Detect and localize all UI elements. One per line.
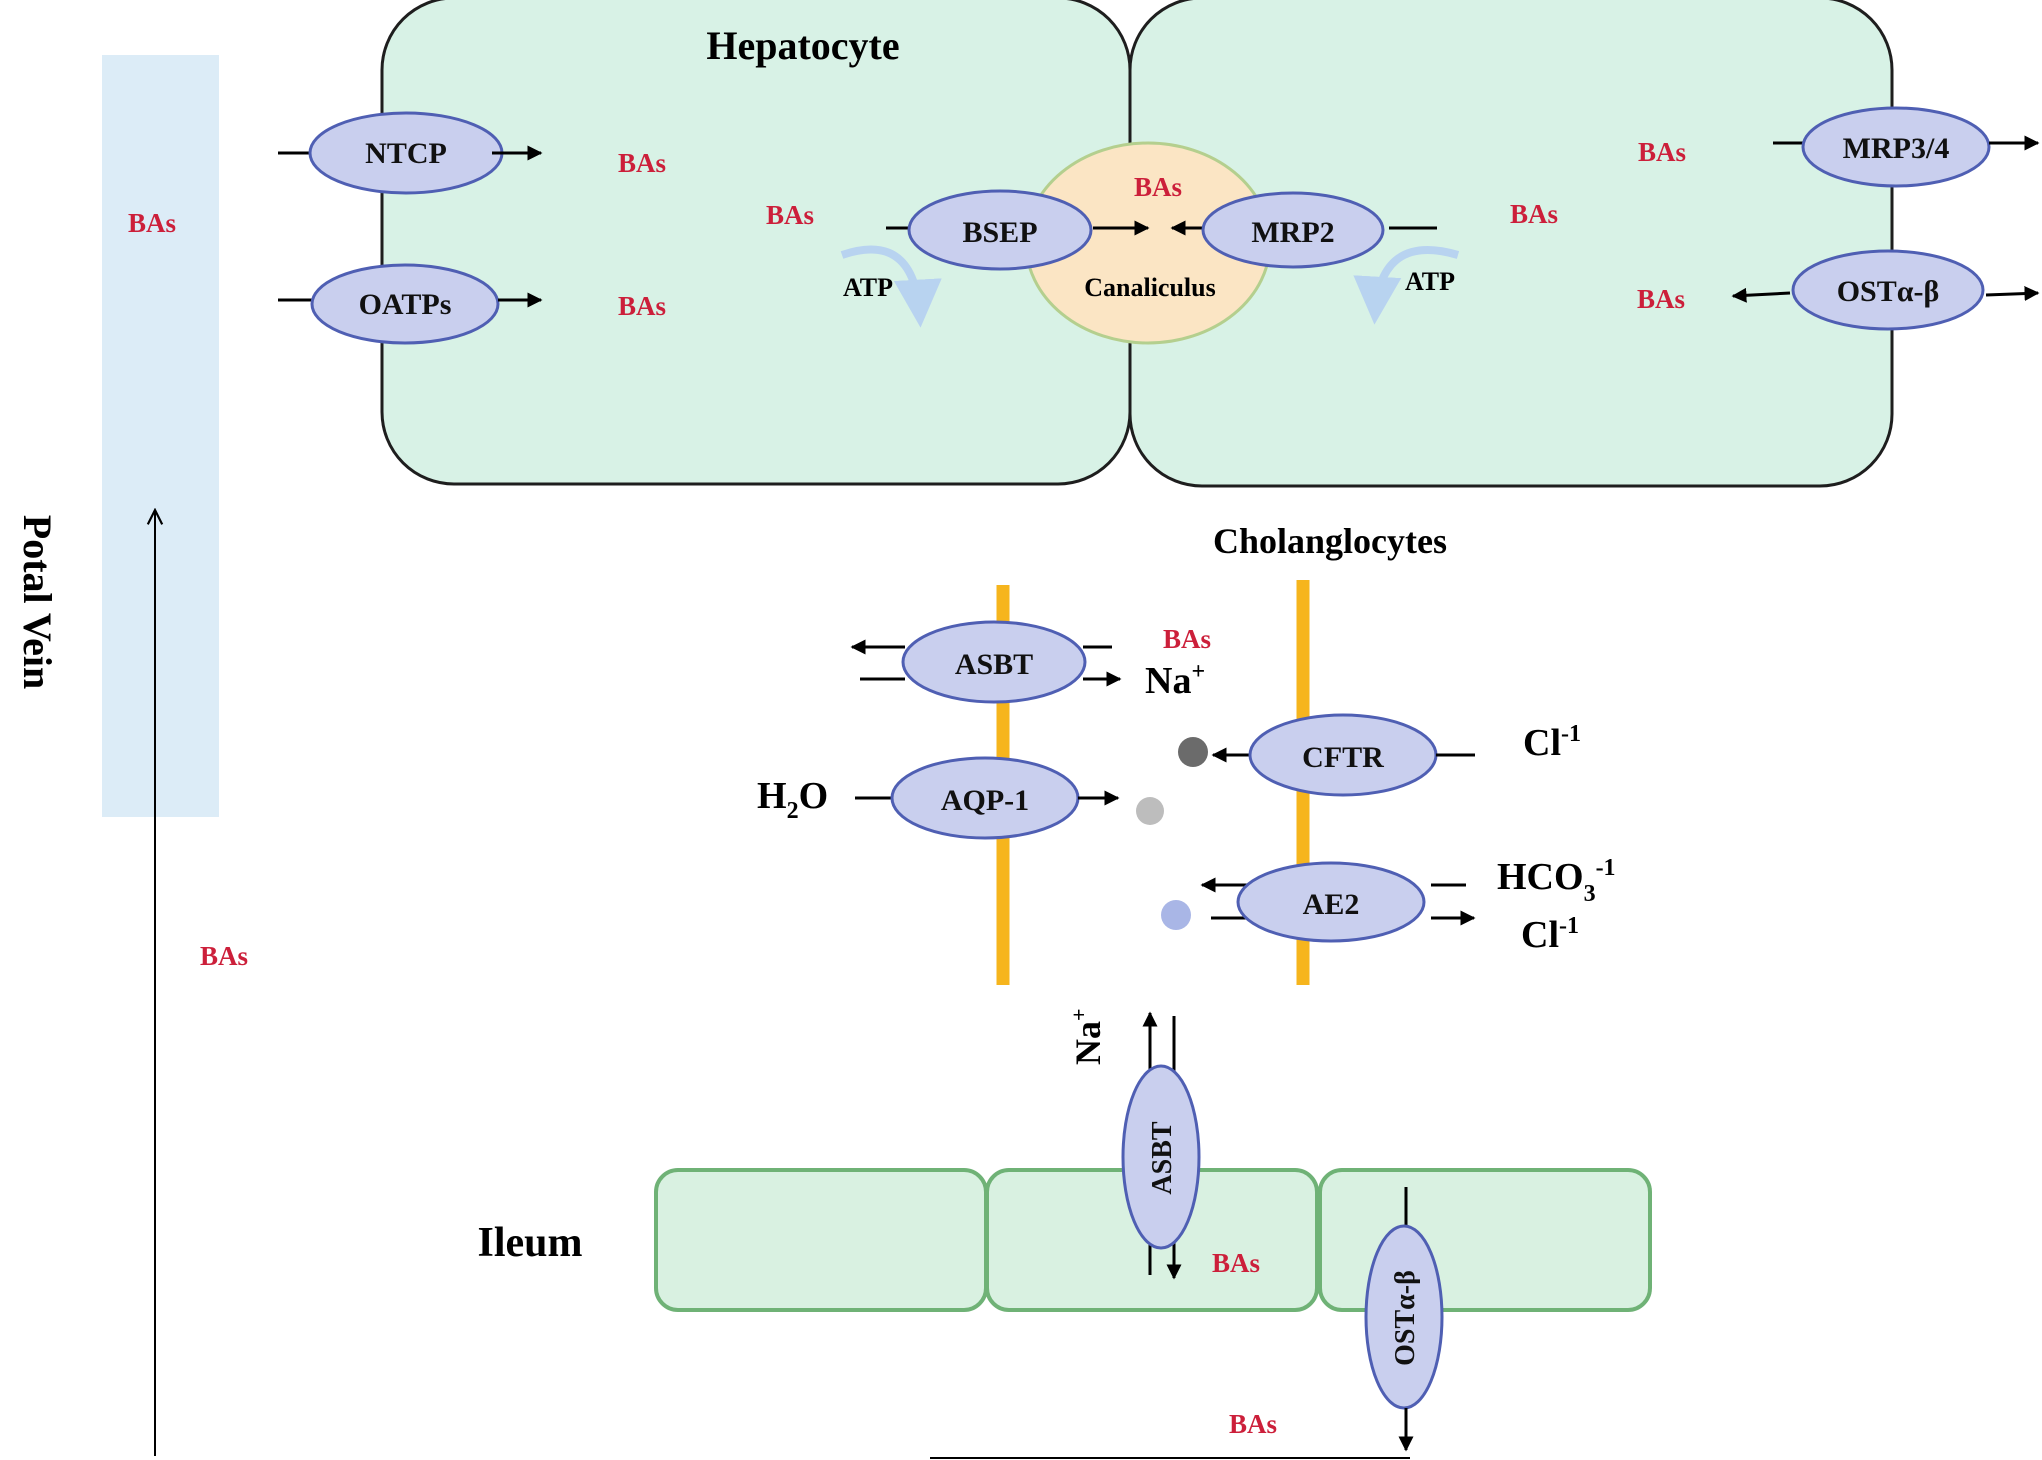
oatps-transporter <box>310 263 500 345</box>
ost-hepatocyte-bas-label: BAs <box>1637 284 1685 314</box>
portal-bas-label: BAs <box>128 208 176 238</box>
oatps-bas-label: BAs <box>618 291 666 321</box>
asbt-cholangiocyte-transporter <box>901 620 1087 704</box>
portal-vein-band <box>102 55 219 817</box>
ost-ileum-transport: OSTα-β BAs <box>930 1187 1444 1459</box>
mrp2-transporter <box>1201 191 1385 269</box>
ileum: Ileum <box>478 1168 1652 1312</box>
asbt-cholangiocyte-transport: ASBT BAs Na+ <box>850 620 1211 704</box>
na-charge: + <box>1066 1008 1091 1021</box>
ae2-transport: AE2 HCO3-1 Cl-1 <box>1161 855 1616 956</box>
canaliculus-bas-label: BAs <box>1134 172 1182 202</box>
ost-hepatocyte-transport: BAs OSTα-β <box>1637 249 2040 331</box>
mrp2-transport: MRP2 ATP BAs <box>1170 191 1558 325</box>
asbt-ileum-transporter <box>1121 1064 1201 1250</box>
water-molecule-dot <box>1136 797 1164 825</box>
bicarbonate-dot <box>1161 900 1191 930</box>
mrp2-atp-label: ATP <box>1405 267 1455 296</box>
bsep-label: BSEP <box>962 216 1037 249</box>
ost-hepatocyte-transporter <box>1791 249 1985 331</box>
cl-charge: -1 <box>1561 721 1581 747</box>
mrp34-bas-label: BAs <box>1638 137 1686 167</box>
hepatocyte-title: Hepatocyte <box>706 23 899 68</box>
cl-charge: -1 <box>1559 913 1579 939</box>
ileum-label: Ileum <box>478 1220 583 1266</box>
mrp34-label: MRP3/4 <box>1843 132 1950 165</box>
h2o-h: H <box>757 775 787 817</box>
cl-text: Cl <box>1521 914 1559 956</box>
hepatocytes: Hepatocyte Canaliculus <box>380 0 1894 488</box>
mrp2-bas-label: BAs <box>1510 199 1558 229</box>
oatps-label: OATPs <box>359 288 452 321</box>
bsep-atp-arrow <box>840 245 942 328</box>
ost-hepatocyte-outward-arrow <box>1985 286 2040 302</box>
ost-ileum-label: OSTα-β <box>1390 1270 1421 1366</box>
ae2-label: AE2 <box>1303 888 1360 921</box>
ileum-cell-1 <box>654 1168 988 1312</box>
mrp2-label: MRP2 <box>1251 216 1334 249</box>
bsep-atp-label: ATP <box>843 273 893 302</box>
cftr-cl-label: Cl-1 <box>1523 721 1581 764</box>
ntcp-bas-label: BAs <box>618 148 666 178</box>
ae2-hco3-label: HCO3-1 <box>1497 855 1616 907</box>
bsep-transport: BAs BSEP ATP <box>766 189 1150 328</box>
ntcp-transport: NTCP BAs <box>278 111 666 195</box>
ntcp-label: NTCP <box>365 137 447 170</box>
bsep-bas-label: BAs <box>766 200 814 230</box>
ost-hepatocyte-inward-arrow <box>1731 287 1791 303</box>
portal-vein-label: Potal Vein <box>15 515 60 689</box>
aqp1-transport: H2O AQP-1 <box>757 756 1164 840</box>
ost-ileum-bas-label: BAs <box>1229 1409 1277 1439</box>
portal-vein: BAs BAs Potal Vein <box>15 55 248 1456</box>
chloride-dot <box>1178 737 1208 767</box>
na-text: Na <box>1145 660 1191 702</box>
hco3-text: HCO <box>1497 856 1584 898</box>
na-text: Na <box>1068 1021 1108 1065</box>
ae2-transporter <box>1236 861 1426 943</box>
ae2-cl-label: Cl-1 <box>1521 913 1579 956</box>
asbt-ileum-na-label: Na+ <box>1066 1008 1108 1065</box>
oatps-transport: OATPs BAs <box>278 263 666 345</box>
cholangiocytes-title: Cholanglocytes <box>1213 521 1447 561</box>
hco3-charge: -1 <box>1596 855 1616 881</box>
cftr-transport: CFTR Cl-1 <box>1178 713 1581 797</box>
asbt-cholangiocyte-bas-label: BAs <box>1163 624 1211 654</box>
aqp1-label: AQP-1 <box>941 784 1029 817</box>
asbt-ileum-bas-label: BAs <box>1212 1248 1260 1278</box>
h2o-label: H2O <box>757 775 828 824</box>
mrp34-transport: BAs MRP3/4 <box>1638 106 2040 188</box>
asbt-ileum-label: ASBT <box>1147 1121 1178 1194</box>
asbt-cholangiocyte-label: ASBT <box>955 648 1033 681</box>
ost-ileum-transporter <box>1364 1224 1444 1410</box>
mrp34-transporter <box>1801 106 1991 188</box>
mrp2-atp-arrow <box>1353 246 1460 325</box>
asbt-cholangiocyte-na-label: Na+ <box>1145 659 1205 702</box>
cftr-label: CFTR <box>1302 741 1384 774</box>
ost-hepatocyte-label: OSTα-β <box>1837 275 1940 308</box>
canaliculus-label: Canaliculus <box>1084 273 1216 302</box>
bsep-transporter <box>907 189 1093 271</box>
na-charge: + <box>1191 659 1205 685</box>
portal-lower-bas-label: BAs <box>200 941 248 971</box>
asbt-ileum-transport: ASBT Na+ BAs <box>1066 1008 1260 1280</box>
h2o-subscript: 2 <box>787 798 799 824</box>
cl-text: Cl <box>1523 722 1561 764</box>
hco3-subscript: 3 <box>1584 881 1596 907</box>
h2o-o: O <box>799 775 829 817</box>
